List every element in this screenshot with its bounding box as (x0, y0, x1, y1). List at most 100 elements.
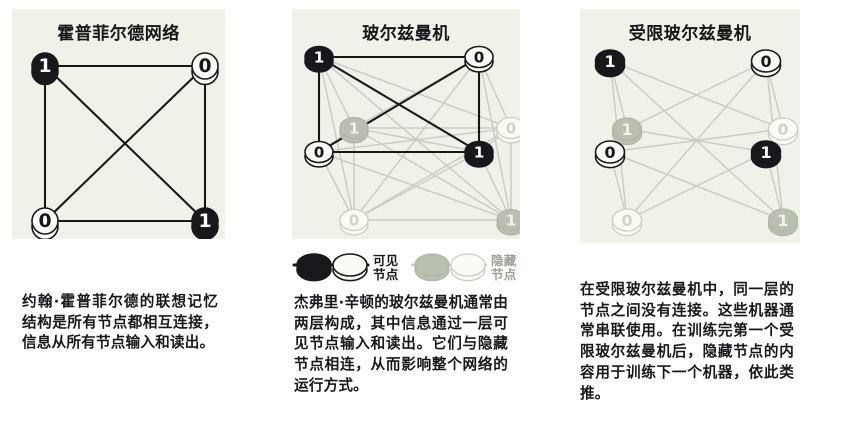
rbm-title: 受限玻尔兹曼机 (628, 24, 752, 44)
legend-hidden-label-line2: 节点 (491, 267, 517, 282)
hidden-node-inner-right-value: 0 (506, 120, 517, 138)
visible-node-top-left: 1 (304, 45, 334, 73)
visible-node-top-right: 0 (464, 45, 494, 73)
hidden-node-inner-left-body (339, 116, 369, 140)
legend-node-on-body (296, 253, 332, 277)
legend-hidden-label-line1: 隐藏 (491, 253, 517, 268)
boltzmann-title: 玻尔兹曼机 (362, 24, 450, 44)
visible-node-top-right-body (750, 49, 782, 73)
node-bottom-left-value: 0 (38, 211, 51, 232)
visible-node-mid-right-value: 1 (760, 143, 771, 162)
hidden-node-bottom-right-body (767, 208, 799, 232)
hopfield-title: 霍普菲尔德网络 (57, 24, 180, 44)
visible-node-mid-right-value: 1 (474, 144, 485, 162)
visible-node-top-left-body (304, 45, 334, 69)
hidden-node-bottom-right-value: 1 (506, 212, 517, 230)
node-bottom-left-body (31, 207, 59, 235)
legend-hidden-symbol (410, 253, 488, 282)
hidden-node-bottom-left: 0 (611, 208, 643, 237)
hidden-node-inner-left-value: 1 (349, 120, 360, 138)
visible-node-top-right-body (464, 45, 494, 69)
hidden-node-inner-left-value: 1 (621, 120, 632, 139)
visible-node-mid-left-body (594, 140, 626, 164)
visible-node-mid-left-value: 0 (314, 144, 325, 162)
visible-node-mid-left: 0 (304, 140, 334, 168)
edge-light (353, 56, 480, 221)
hopfield-diagram-box: 霍普菲尔德网络 1 0 0 1 (12, 9, 225, 239)
legend-visible-label-line1: 可见 (373, 253, 399, 268)
node-top-right: 0 (191, 52, 219, 86)
visible-node-mid-right: 1 (464, 140, 494, 168)
edge-light (626, 151, 767, 221)
node-bottom-right-body (191, 207, 219, 235)
visible-node-top-left: 1 (594, 49, 626, 78)
hidden-node-bottom-right-body (496, 208, 520, 232)
hidden-node-bottom-left-body (611, 208, 643, 232)
hidden-node-inner-right: 0 (496, 116, 520, 144)
edge-light (626, 128, 767, 153)
legend-hidden-label: 隐藏 节点 (491, 254, 517, 282)
visible-node-top-right-value: 0 (474, 49, 485, 67)
hidden-node-inner-right-body (767, 117, 799, 141)
node-top-left: 1 (31, 52, 59, 86)
edge-light (318, 56, 355, 221)
visible-node-mid-left-body (304, 140, 334, 164)
hidden-node-bottom-left-value: 0 (349, 212, 360, 230)
edge-light (353, 127, 480, 153)
legend-node-off (332, 253, 368, 282)
node-top-left-body (31, 52, 59, 80)
edge-light (626, 60, 767, 130)
hidden-node-inner-left: 1 (339, 116, 369, 144)
hidden-node-inner-left: 1 (611, 117, 643, 146)
edge-light (353, 151, 480, 221)
node-type-legend: 可见 节点 隐藏 节点 (292, 248, 520, 290)
hidden-node-inner-right: 0 (767, 117, 799, 146)
visible-node-mid-right-body (750, 140, 782, 164)
hidden-node-bottom-right: 1 (496, 208, 520, 236)
visible-node-top-left-body (594, 49, 626, 73)
legend-node-off-body (332, 253, 368, 277)
boltzmann-caption: 杰弗里·辛顿的玻尔兹曼机通常由两层构成，其中信息通过一层可见节点输入和读出。它们… (294, 294, 508, 394)
boltzmann-diagram-box: 玻尔兹曼机 1 0 0 1 1 0 0 1 (292, 9, 520, 239)
hidden-node-bottom-right: 1 (767, 208, 799, 237)
legend-node-on (414, 253, 450, 282)
visible-node-mid-right-body (464, 140, 494, 164)
legend-node-off (450, 253, 486, 282)
edge-dark (43, 64, 207, 223)
hidden-node-bottom-left-body (339, 208, 369, 232)
panel-hopfield: 霍普菲尔德网络 1 0 0 1 约翰·霍普菲尔德的联想记忆结构是所有节点都相互连接，信… (12, 9, 225, 429)
hopfield-network-graph: 1 0 0 1 (31, 52, 219, 239)
hidden-node-bottom-left: 0 (339, 208, 369, 236)
visible-node-mid-right: 1 (750, 140, 782, 169)
node-bottom-right: 1 (191, 207, 219, 239)
legend-visible-label-line2: 节点 (373, 267, 399, 282)
visible-node-top-left-value: 1 (604, 52, 615, 71)
legend-node-off-body (450, 253, 486, 277)
edge-light (478, 56, 512, 221)
legend-node-on (296, 253, 332, 282)
edge-light (318, 56, 512, 221)
legend-visible-label: 可见 节点 (373, 254, 399, 282)
visible-node-mid-left-value: 0 (604, 143, 615, 162)
node-top-left-value: 1 (38, 56, 51, 77)
hidden-node-bottom-right-value: 1 (777, 211, 788, 230)
hidden-node-inner-left-body (611, 117, 643, 141)
visible-node-mid-left: 0 (594, 140, 626, 169)
node-bottom-right-value: 1 (198, 211, 211, 232)
visible-node-top-right-value: 0 (760, 52, 771, 71)
legend-node-on-body (414, 253, 450, 277)
panel-boltzmann: 玻尔兹曼机 1 0 0 1 1 0 0 1 可见 节点 隐藏 节点 杰弗里·辛顿的玻尔兹曼机通… (292, 9, 520, 429)
node-top-right-body (191, 52, 219, 80)
visible-node-top-right: 0 (750, 49, 782, 78)
hidden-node-inner-right-value: 0 (777, 120, 788, 139)
visible-node-top-left-value: 1 (314, 49, 325, 67)
hopfield-caption: 约翰·霍普菲尔德的联想记忆结构是所有节点都相互连接，信息从所有节点输入和读出。 (22, 293, 218, 352)
hidden-node-inner-right-body (496, 116, 520, 140)
hidden-node-bottom-left-value: 0 (621, 211, 632, 230)
boltzmann-network-graph: 1 0 0 1 1 0 0 1 (304, 45, 520, 236)
rbm-caption: 在受限玻尔兹曼机中，同一层的节点之间没有连接。这些机器通常串联使用。在训练完第一… (580, 281, 794, 402)
legend-visible-symbol (292, 253, 370, 282)
